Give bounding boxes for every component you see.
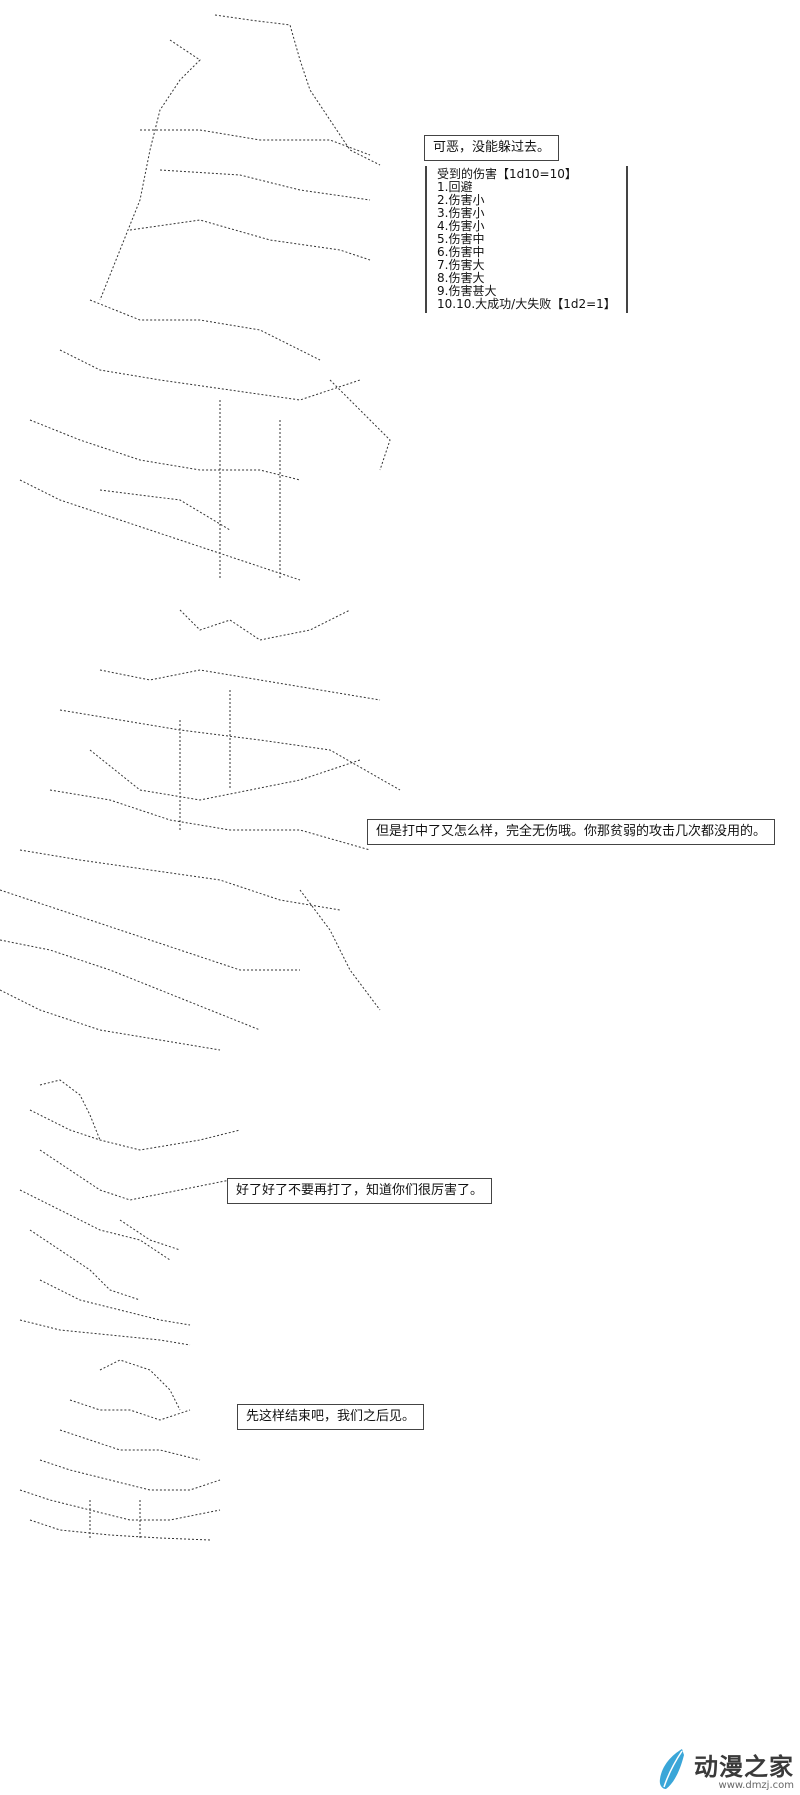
dice-item: 3.伤害小 <box>437 206 485 220</box>
panel-3: 好了好了不要再打了，知道你们很厉害了。 <box>0 1070 800 1350</box>
dice-item: 7.伤害大 <box>437 258 485 272</box>
site-url: www.dmzj.com <box>718 1780 794 1791</box>
ascii-art-figure-4 <box>19 1359 221 1541</box>
site-name: 动漫之家 <box>694 1753 794 1781</box>
panel-2: 但是打中了又怎么样，完全无伤哦。你那贫弱的攻击几次都没用的。 <box>0 590 800 1070</box>
dice-item: 9.伤害甚大 <box>437 284 497 298</box>
feather-logo-icon <box>659 1749 684 1789</box>
bubble-text: 先这样结束吧，我们之后见。 <box>246 1409 416 1424</box>
site-watermark: 动漫之家 www.dmzj.com <box>654 1747 794 1791</box>
dice-item: 2.伤害小 <box>437 193 485 207</box>
dice-result-list: 受到的伤害【1d10=10】 1.回避 2.伤害小 3.伤害小 4.伤害小 5.… <box>425 166 628 313</box>
dice-title: 受到的伤害【1d10=10】 <box>437 167 577 181</box>
panel-4: 先这样结束吧，我们之后见。 动漫之家 www.dmzj.com <box>0 1350 800 1795</box>
bubble-text: 可恶，没能躲过去。 <box>433 140 551 155</box>
panel-1: 可恶，没能躲过去。 受到的伤害【1d10=10】 1.回避 2.伤害小 3.伤害… <box>0 0 800 590</box>
speech-bubble: 先这样结束吧，我们之后见。 <box>237 1404 425 1430</box>
dice-item: 4.伤害小 <box>437 219 485 233</box>
bubble-text: 但是打中了又怎么样，完全无伤哦。你那贫弱的攻击几次都没用的。 <box>376 824 767 839</box>
dice-item: 10.10.大成功/大失败【1d2=1】 <box>437 297 616 311</box>
speech-bubble: 但是打中了又怎么样，完全无伤哦。你那贫弱的攻击几次都没用的。 <box>367 819 776 845</box>
dice-item: 6.伤害中 <box>437 245 485 259</box>
ascii-art-figure-1 <box>19 14 391 581</box>
ascii-art-figure-3 <box>19 1079 241 1346</box>
dice-item: 8.伤害大 <box>437 271 485 285</box>
ascii-art-figure-2 <box>0 609 401 1051</box>
speech-bubble: 可恶，没能躲过去。 <box>424 135 560 161</box>
dice-item: 5.伤害中 <box>437 232 485 246</box>
bubble-text: 好了好了不要再打了，知道你们很厉害了。 <box>236 1183 484 1198</box>
speech-bubble: 好了好了不要再打了，知道你们很厉害了。 <box>227 1178 493 1204</box>
dice-item: 1.回避 <box>437 180 473 194</box>
